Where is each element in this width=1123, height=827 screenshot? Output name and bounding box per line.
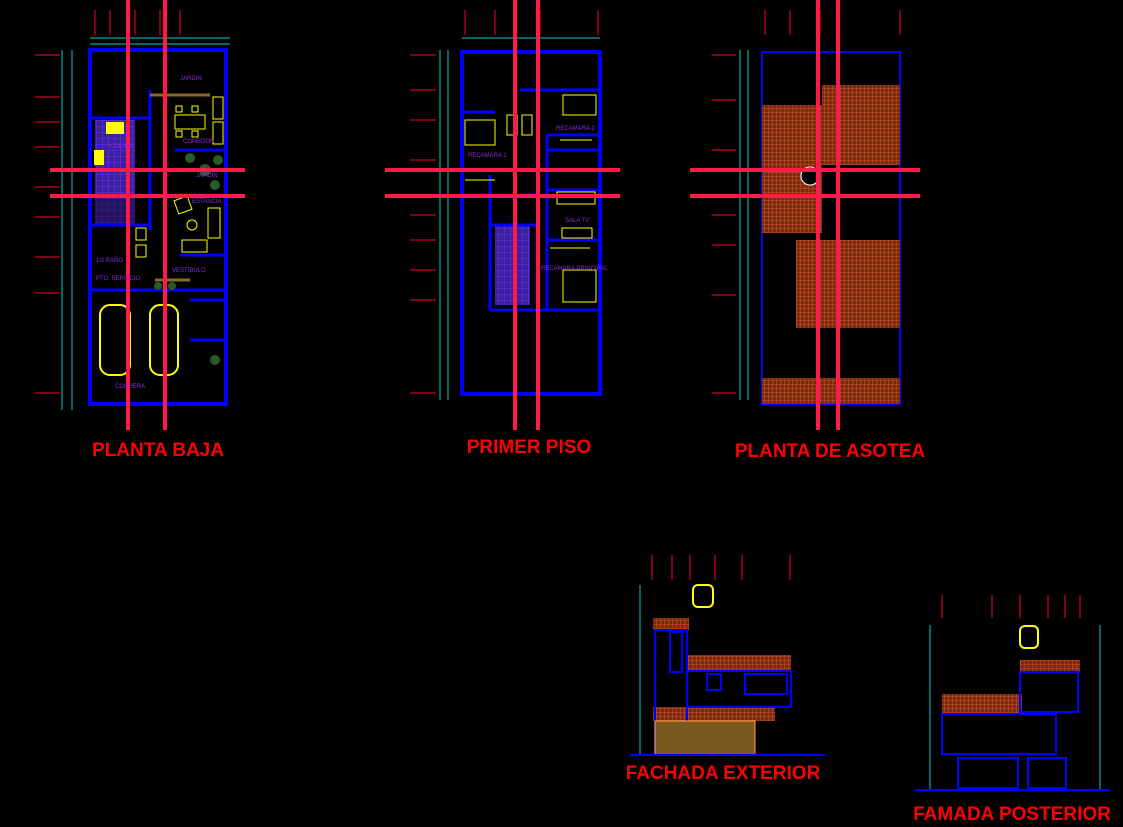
room-label: JARDIN [196,173,218,179]
drawing-title: PLANTA DE ASOTEA [735,441,926,462]
room-label: RECAMARA 1 [468,153,507,159]
roof-hatch [762,85,900,404]
room-label: 1/2 BAÑO [96,257,123,264]
tank [692,584,714,608]
room-label: COCHERA [115,384,145,390]
fachada-posterior-elevation: FAMADA POSTERIOR [913,595,1111,825]
room-label: RECAMARA PRINCIPAL [541,266,608,272]
room-label: JARDIN [180,76,202,82]
drawing-title: PLANTA BAJA [92,440,224,461]
room-label: VESTIBULO [172,268,206,274]
room-label: PTO. SERVICIO [96,276,140,282]
drawing-title: FACHADA EXTERIOR [626,763,821,784]
grid-axes [50,0,245,430]
garage-doors [654,720,756,756]
planta-asotea-plan: PLANTA DE ASOTEA [690,0,925,462]
dimension-ticks [35,10,181,394]
dimension-lines [61,37,230,410]
room-label: ESTANCIA [192,199,222,205]
drawing-title: FAMADA POSTERIOR [913,804,1111,825]
room-label: SALA TV [565,218,589,224]
room-label: COCINA [110,144,133,150]
outer-walls [88,48,228,406]
drawing-title: PRIMER PISO [467,437,592,458]
primer-piso-plan: RECAMARA 2 RECAMARA 1 SALA TV RECAMARA P… [385,0,620,458]
garden-plants [154,153,223,365]
planta-baja-plan: JARDIN COMEDOR COCINA JARDIN ESTANCIA VE… [35,0,245,461]
interior-walls [92,90,226,342]
fachada-exterior-elevation: FACHADA EXTERIOR [626,555,825,784]
room-label: COMEDOR [183,139,215,145]
room-label: RECAMARA 2 [556,126,595,132]
